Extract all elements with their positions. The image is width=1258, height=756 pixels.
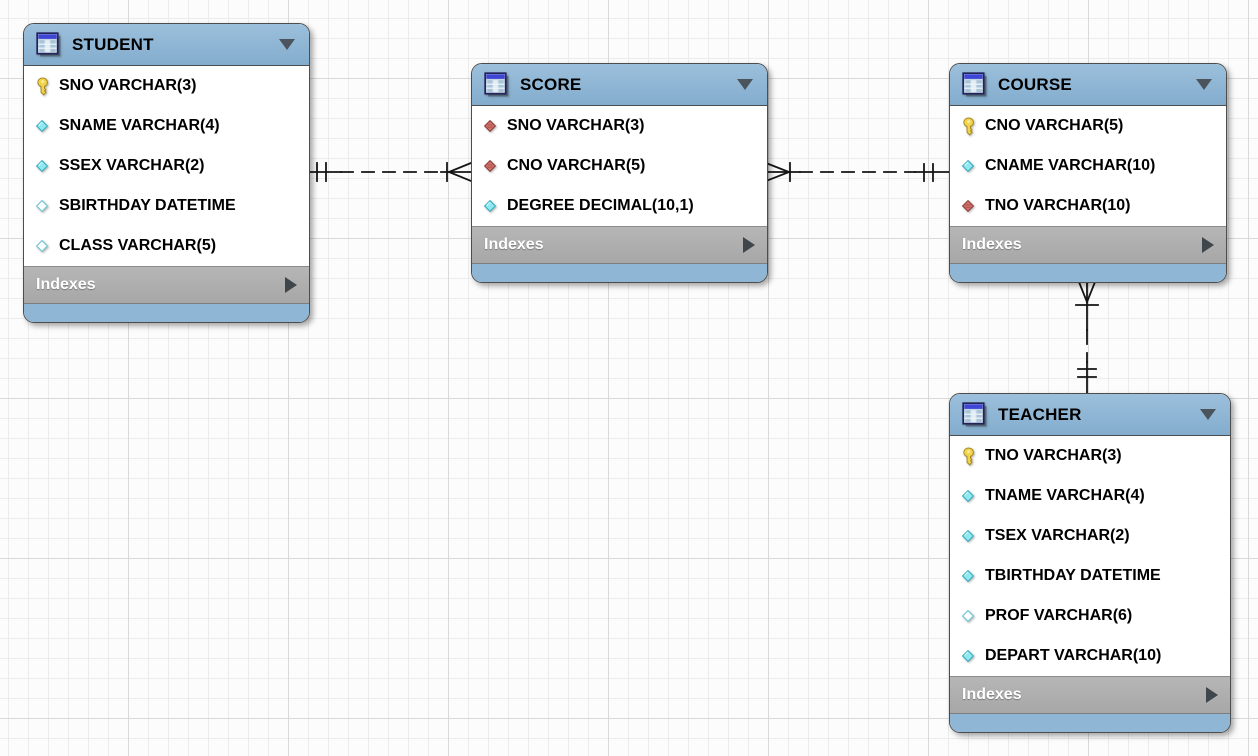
- column-row[interactable]: SNAME VARCHAR(4): [24, 106, 309, 146]
- column-label: SNAME VARCHAR(4): [59, 117, 220, 134]
- not-null-icon: [960, 529, 976, 543]
- primary-key-icon: [960, 117, 976, 136]
- relationship-student-score[interactable]: [307, 161, 473, 183]
- column-row[interactable]: CLASS VARCHAR(5): [24, 226, 309, 266]
- column-row[interactable]: PROF VARCHAR(6): [950, 596, 1230, 636]
- expand-icon[interactable]: [743, 237, 755, 253]
- indexes-label: Indexes: [962, 686, 1022, 703]
- indexes-label: Indexes: [484, 236, 544, 253]
- column-row[interactable]: DEPART VARCHAR(10): [950, 636, 1230, 676]
- indexes-bar[interactable]: Indexes: [472, 226, 767, 263]
- indexes-bar[interactable]: Indexes: [24, 266, 309, 303]
- indexes-bar[interactable]: Indexes: [950, 676, 1230, 713]
- table-score[interactable]: SCORE SNO VARCHAR(3) CNO VARCHAR(5) DEGR…: [471, 63, 768, 283]
- expand-icon[interactable]: [1206, 687, 1218, 703]
- column-label: CNO VARCHAR(5): [507, 157, 646, 174]
- table-icon: [484, 71, 510, 98]
- column-label: SNO VARCHAR(3): [59, 77, 197, 94]
- column-row[interactable]: CNAME VARCHAR(10): [950, 146, 1226, 186]
- nullable-icon: [34, 239, 50, 253]
- collapse-icon[interactable]: [1200, 409, 1216, 420]
- column-label: TSEX VARCHAR(2): [985, 527, 1130, 544]
- column-label: SNO VARCHAR(3): [507, 117, 645, 134]
- collapse-icon[interactable]: [737, 79, 753, 90]
- indexes-bar[interactable]: Indexes: [950, 226, 1226, 263]
- column-row[interactable]: TBIRTHDAY DATETIME: [950, 556, 1230, 596]
- not-null-icon: [34, 119, 50, 133]
- column-row[interactable]: CNO VARCHAR(5): [950, 106, 1226, 146]
- column-label: SBIRTHDAY DATETIME: [59, 197, 236, 214]
- table-icon: [962, 71, 988, 98]
- not-null-icon: [34, 159, 50, 173]
- column-label: DEGREE DECIMAL(10,1): [507, 197, 694, 214]
- table-teacher[interactable]: TEACHER TNO VARCHAR(3) TNAME VARCHAR(4) …: [949, 393, 1231, 733]
- column-row[interactable]: TSEX VARCHAR(2): [950, 516, 1230, 556]
- column-label: DEPART VARCHAR(10): [985, 647, 1162, 664]
- foreign-key-icon: [482, 159, 498, 173]
- table-title: TEACHER: [998, 404, 1082, 424]
- table-footer: [472, 263, 767, 282]
- column-label: CLASS VARCHAR(5): [59, 237, 217, 254]
- not-null-icon: [960, 569, 976, 583]
- table-student[interactable]: STUDENT SNO VARCHAR(3) SNAME VARCHAR(4) …: [23, 23, 310, 323]
- expand-icon[interactable]: [285, 277, 297, 293]
- column-row[interactable]: CNO VARCHAR(5): [472, 146, 767, 186]
- collapse-icon[interactable]: [1196, 79, 1212, 90]
- column-label: TBIRTHDAY DATETIME: [985, 567, 1161, 584]
- column-label: TNAME VARCHAR(4): [985, 487, 1145, 504]
- column-label: CNO VARCHAR(5): [985, 117, 1124, 134]
- table-footer: [24, 303, 309, 322]
- column-row[interactable]: SNO VARCHAR(3): [472, 106, 767, 146]
- foreign-key-icon: [960, 199, 976, 213]
- column-row[interactable]: SSEX VARCHAR(2): [24, 146, 309, 186]
- column-label: CNAME VARCHAR(10): [985, 157, 1156, 174]
- nullable-icon: [34, 199, 50, 213]
- not-null-icon: [960, 489, 976, 503]
- indexes-label: Indexes: [36, 276, 96, 293]
- column-label: TNO VARCHAR(10): [985, 197, 1131, 214]
- table-footer: [950, 263, 1226, 282]
- relationship-teacher-course[interactable]: [1075, 280, 1099, 394]
- column-row[interactable]: TNO VARCHAR(3): [950, 436, 1230, 476]
- indexes-label: Indexes: [962, 236, 1022, 253]
- nullable-icon: [960, 609, 976, 623]
- table-student-header[interactable]: STUDENT: [24, 24, 309, 66]
- table-title: STUDENT: [72, 34, 154, 54]
- foreign-key-icon: [482, 119, 498, 133]
- table-course-header[interactable]: COURSE: [950, 64, 1226, 106]
- table-icon: [962, 401, 988, 428]
- relationship-course-score[interactable]: [764, 161, 950, 183]
- column-label: PROF VARCHAR(6): [985, 607, 1133, 624]
- table-icon: [36, 31, 62, 58]
- not-null-icon: [960, 159, 976, 173]
- column-row[interactable]: SBIRTHDAY DATETIME: [24, 186, 309, 226]
- column-label: SSEX VARCHAR(2): [59, 157, 205, 174]
- collapse-icon[interactable]: [279, 39, 295, 50]
- primary-key-icon: [960, 447, 976, 466]
- table-footer: [950, 713, 1230, 732]
- table-title: SCORE: [520, 74, 582, 94]
- table-score-header[interactable]: SCORE: [472, 64, 767, 106]
- table-title: COURSE: [998, 74, 1072, 94]
- table-teacher-header[interactable]: TEACHER: [950, 394, 1230, 436]
- column-row[interactable]: DEGREE DECIMAL(10,1): [472, 186, 767, 226]
- not-null-icon: [960, 649, 976, 663]
- column-row[interactable]: SNO VARCHAR(3): [24, 66, 309, 106]
- primary-key-icon: [34, 77, 50, 96]
- column-row[interactable]: TNO VARCHAR(10): [950, 186, 1226, 226]
- not-null-icon: [482, 199, 498, 213]
- table-course[interactable]: COURSE CNO VARCHAR(5) CNAME VARCHAR(10) …: [949, 63, 1227, 283]
- column-label: TNO VARCHAR(3): [985, 447, 1122, 464]
- expand-icon[interactable]: [1202, 237, 1214, 253]
- column-row[interactable]: TNAME VARCHAR(4): [950, 476, 1230, 516]
